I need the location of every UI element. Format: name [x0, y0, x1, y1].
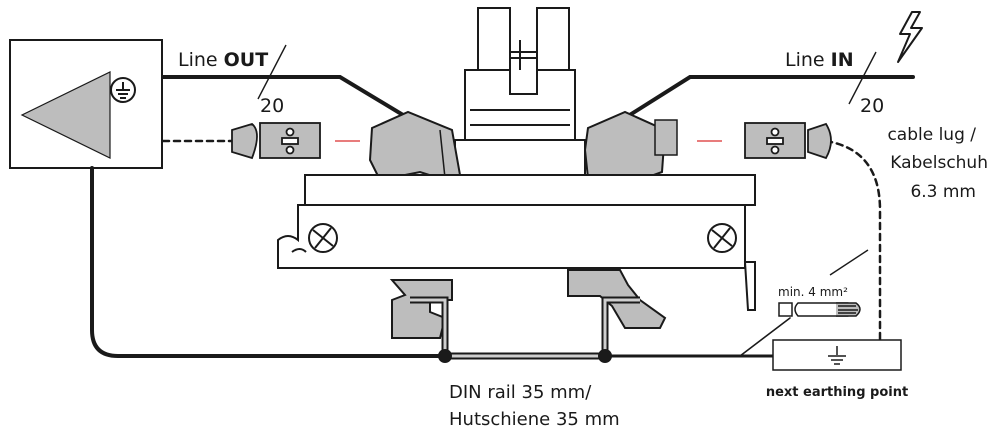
earth-wire-left [90, 166, 447, 358]
connected-device [9, 39, 163, 169]
din-rail-label-line2: Hutschiene 35 mm [449, 409, 620, 430]
cable-count-markers [257, 44, 877, 276]
protective-earth-icon [110, 77, 136, 103]
triangle-device-icon [20, 71, 111, 159]
terminal-clamp-right [583, 110, 678, 182]
line-in-label: Line IN [785, 49, 854, 71]
mounting-screw-left [308, 223, 338, 253]
plug-connector [454, 7, 586, 191]
line-in-count: 20 [860, 95, 884, 117]
mounting-screw-right [707, 223, 737, 253]
terminal-clamp-left [368, 110, 462, 182]
wires [90, 75, 915, 358]
cable-lug-label-line3: 6.3 mm [910, 182, 976, 202]
line-out-cable [161, 75, 410, 120]
cable-lug-label-line2: Kabelschuh [890, 153, 988, 173]
earthing-point-label: next earthing point [766, 385, 908, 400]
cable-lug-right [744, 122, 832, 160]
rail-earth-terminal-left [438, 349, 452, 363]
dashed-earth-right [824, 139, 882, 342]
rail-earth-terminal-right [598, 349, 612, 363]
din-rail [410, 296, 640, 363]
lightning-bolt-icon [897, 11, 923, 63]
earthing-point-box [772, 339, 902, 371]
earth-bridge [739, 317, 791, 357]
cable-lug-left [231, 122, 321, 160]
mounting-base [277, 174, 756, 311]
line-out-label: Line OUT [178, 49, 268, 71]
min-cross-section-label: min. 4 mm² [778, 285, 848, 299]
ground-wire-symbol [778, 302, 861, 317]
din-rail-label-line1: DIN rail 35 mm/ [449, 382, 592, 403]
cable-lug-label-line1: cable lug / [887, 125, 976, 145]
line-out-count: 20 [260, 95, 284, 117]
line-in-cable [623, 75, 915, 120]
